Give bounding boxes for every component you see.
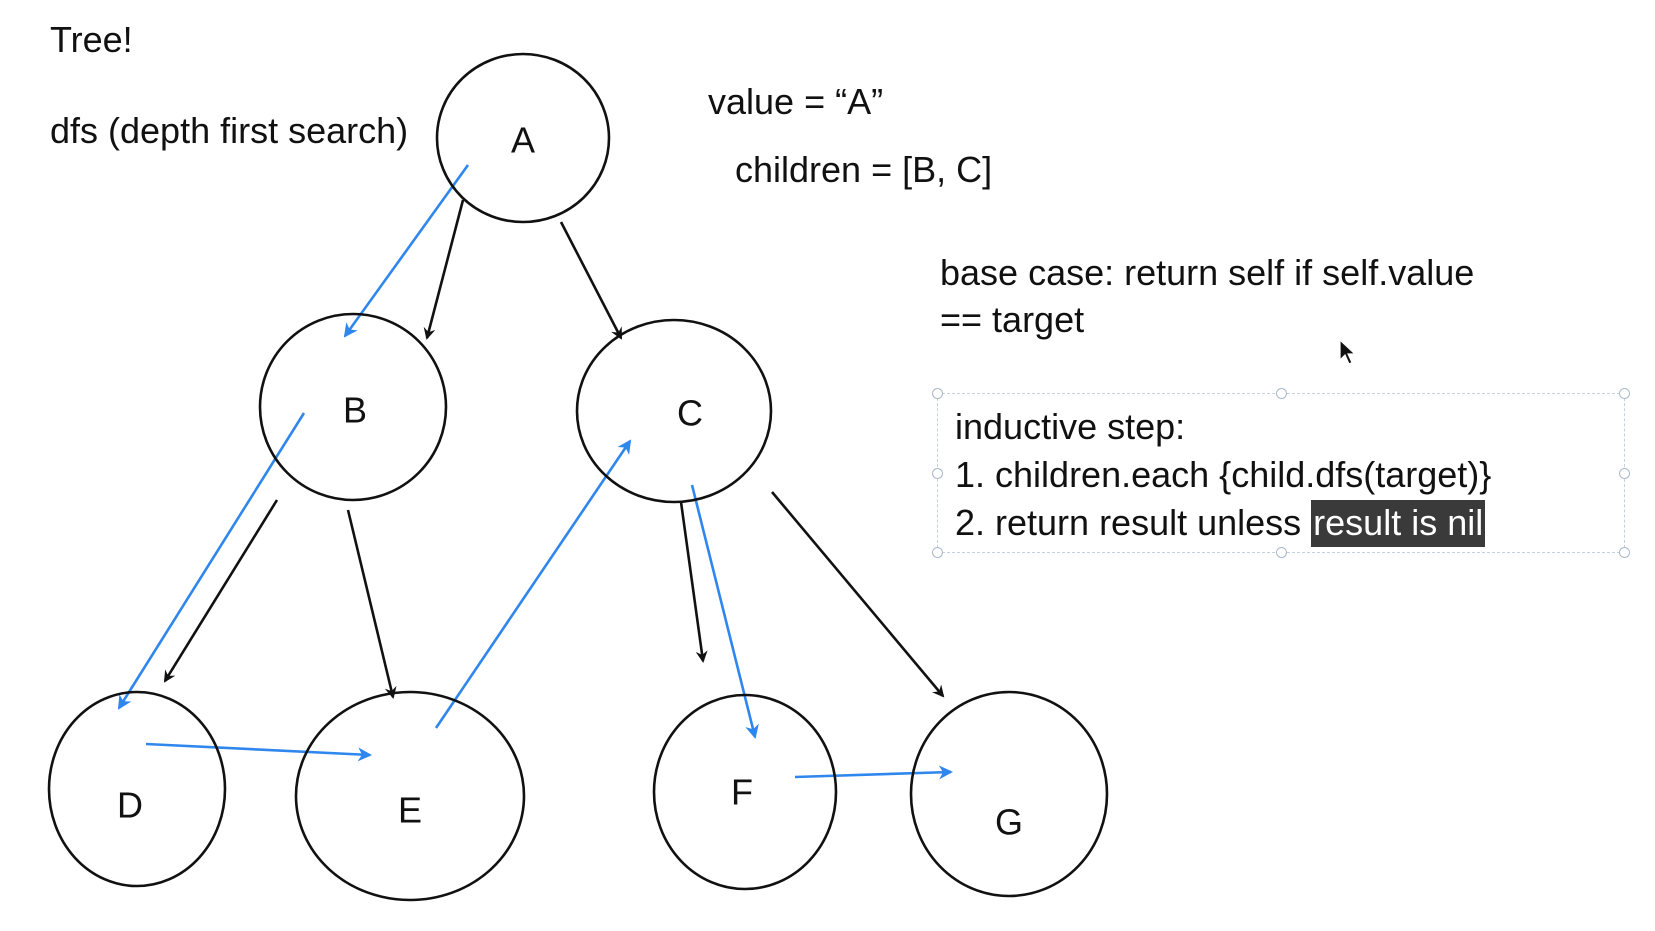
edge-a-b <box>423 199 465 340</box>
node-circle-c <box>575 318 773 504</box>
tree-edges <box>163 199 945 699</box>
node-circle-b <box>258 312 448 502</box>
inductive-step-2[interactable]: 2. return result unless result is nil <box>955 500 1486 547</box>
resize-handle-middle-right[interactable] <box>1619 468 1630 479</box>
node-children-text: children = [B, C] <box>735 149 993 190</box>
inductive-step-1[interactable]: 1. children.each {child.dfs(target)} <box>955 454 1492 495</box>
resize-handle-top-right[interactable] <box>1619 388 1630 399</box>
edge-b-d <box>163 499 279 683</box>
resize-handle-top-middle[interactable] <box>1276 388 1287 399</box>
mouse-pointer-icon <box>1339 339 1357 365</box>
inductive-step-text-box[interactable] <box>932 388 1630 558</box>
inductive-step-2-prefix[interactable]: 2. return result unless <box>955 502 1312 543</box>
node-label-b: B <box>343 390 367 431</box>
node-circle-f <box>652 693 838 891</box>
base-case-line-1: base case: return self if self.value <box>940 252 1475 293</box>
selected-text-highlight[interactable]: result is nil <box>1311 500 1486 547</box>
tree-node-g: G <box>909 690 1109 898</box>
tree-nodes: A B C D E F G <box>47 52 1109 902</box>
edge-c-g <box>771 491 945 698</box>
node-circle-a <box>435 52 611 224</box>
resize-handle-bottom-right[interactable] <box>1619 547 1630 558</box>
edge-b-e <box>346 509 397 699</box>
base-case-line-2: == target <box>940 299 1085 340</box>
node-value-text: value = “A” <box>708 81 884 122</box>
dfs-traversal-path <box>117 164 953 780</box>
traversal-arrow-d-e <box>145 742 372 762</box>
resize-handle-top-left[interactable] <box>932 388 943 399</box>
node-label-a: A <box>511 120 535 161</box>
tree-node-c: C <box>575 318 773 504</box>
traversal-arrow-b-d <box>117 412 306 710</box>
diagram-subtitle: dfs (depth first search) <box>50 110 409 151</box>
edge-c-f <box>679 501 708 663</box>
resize-handle-middle-left[interactable] <box>932 468 943 479</box>
node-label-e: E <box>398 790 422 831</box>
node-label-f: F <box>731 772 753 813</box>
node-circle-d <box>47 690 227 888</box>
node-circle-g <box>909 690 1109 898</box>
inductive-step-heading[interactable]: inductive step: <box>955 406 1186 447</box>
tree-node-b: B <box>258 312 448 502</box>
traversal-arrow-f-g <box>794 765 953 780</box>
edge-a-c <box>559 221 623 340</box>
node-label-g: G <box>995 802 1023 843</box>
traversal-arrow-a-b <box>343 164 470 338</box>
diagram-title: Tree! <box>50 19 133 60</box>
node-circle-e <box>294 690 526 902</box>
tree-node-d: D <box>47 690 227 888</box>
tree-node-f: F <box>652 693 838 891</box>
traversal-arrow-e-c <box>434 439 632 729</box>
resize-handle-bottom-left[interactable] <box>932 547 943 558</box>
tree-node-a: A <box>435 52 611 224</box>
resize-handle-bottom-middle[interactable] <box>1276 547 1287 558</box>
traversal-arrow-c-f <box>690 484 759 739</box>
node-label-c: C <box>677 393 703 434</box>
tree-node-e: E <box>294 690 526 902</box>
node-label-d: D <box>117 785 143 826</box>
